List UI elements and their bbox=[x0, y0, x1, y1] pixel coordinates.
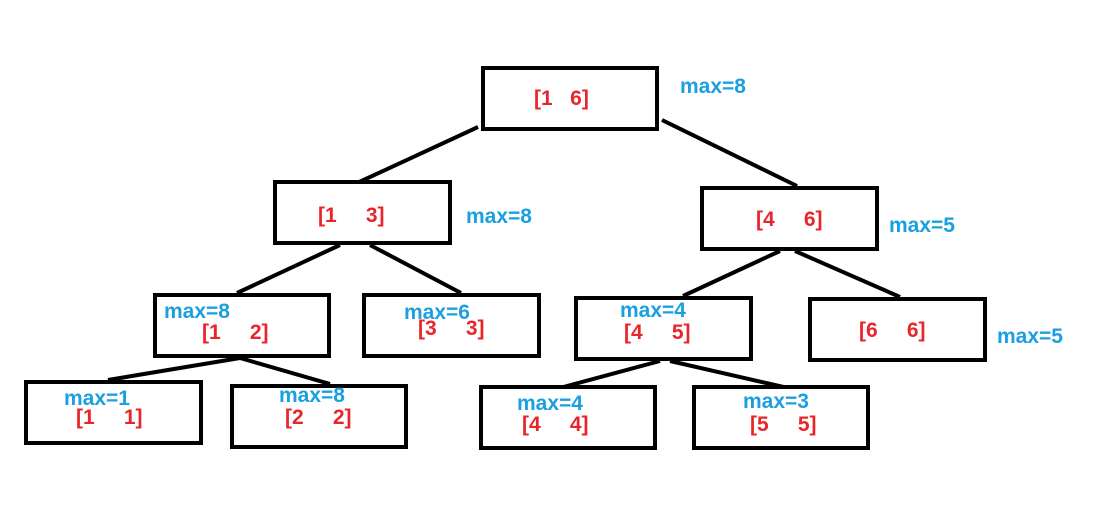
node-max-n1: max=8 bbox=[680, 75, 746, 98]
node-box-n66 bbox=[808, 297, 987, 362]
edge-n1-n46 bbox=[661, 118, 798, 188]
edge-n12-n22 bbox=[239, 356, 331, 386]
node-box-n1 bbox=[481, 66, 659, 131]
node-max-n33: max=6 bbox=[404, 301, 470, 324]
node-max-n44: max=4 bbox=[517, 392, 583, 415]
edge-n46-n66 bbox=[794, 249, 901, 299]
node-box-n46 bbox=[700, 186, 879, 251]
node-max-n55: max=3 bbox=[743, 390, 809, 413]
node-box-n12 bbox=[153, 293, 331, 358]
node-range-n1: [1 6] bbox=[534, 87, 589, 110]
node-range-n44: [4 4] bbox=[522, 413, 589, 436]
node-box-n11 bbox=[24, 380, 203, 445]
node-range-n11: [1 1] bbox=[76, 406, 143, 429]
edge-n46-n45 bbox=[682, 249, 781, 298]
node-range-n46: [4 6] bbox=[756, 208, 823, 231]
node-max-n66: max=5 bbox=[997, 325, 1063, 348]
node-box-n44 bbox=[479, 385, 657, 450]
node-max-n46: max=5 bbox=[889, 214, 955, 237]
node-range-n55: [5 5] bbox=[750, 413, 817, 436]
node-range-n45: [4 5] bbox=[624, 321, 691, 344]
edge-n45-n55 bbox=[669, 359, 789, 390]
node-range-n22: [2 2] bbox=[285, 406, 352, 429]
node-range-n33: [3 3] bbox=[418, 317, 485, 340]
node-box-n55 bbox=[692, 385, 870, 450]
node-max-n12: max=8 bbox=[164, 300, 230, 323]
node-max-n22: max=8 bbox=[279, 384, 345, 407]
node-range-n12: [1 2] bbox=[202, 321, 269, 344]
node-max-n45: max=4 bbox=[620, 299, 686, 322]
node-box-n33 bbox=[362, 293, 541, 358]
node-range-n66: [6 6] bbox=[859, 319, 926, 342]
edge-n45-n44 bbox=[555, 359, 661, 391]
node-box-n45 bbox=[574, 296, 753, 361]
edge-n12-n11 bbox=[107, 356, 241, 382]
node-max-n13: max=8 bbox=[466, 205, 532, 228]
edge-n13-n12 bbox=[236, 243, 341, 295]
node-box-n22 bbox=[230, 384, 408, 449]
node-box-n13 bbox=[273, 180, 452, 245]
edge-n13-n33 bbox=[369, 243, 462, 295]
edge-n1-n13 bbox=[356, 125, 479, 185]
node-range-n13: [1 3] bbox=[318, 204, 385, 227]
node-max-n11: max=1 bbox=[64, 387, 130, 410]
